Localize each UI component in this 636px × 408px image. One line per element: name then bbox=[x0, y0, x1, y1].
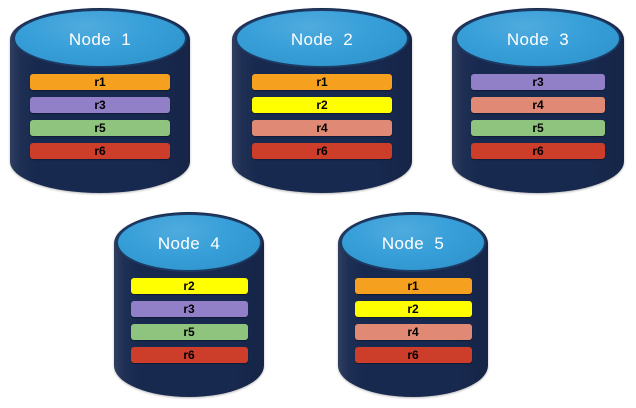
replica-bar[interactable]: r1 bbox=[29, 73, 171, 90]
replica-bar[interactable]: r6 bbox=[29, 142, 171, 159]
replica-bar[interactable]: r3 bbox=[29, 96, 171, 113]
database-node-5[interactable]: Node 5 r1 r2 r4 r6 bbox=[338, 212, 488, 397]
replica-list: r2 r3 r5 r6 bbox=[130, 277, 248, 363]
replica-bar[interactable]: r6 bbox=[470, 142, 606, 159]
cylinder-top-disc: Node 4 bbox=[116, 213, 262, 273]
replica-bar[interactable]: r2 bbox=[130, 277, 248, 294]
node-label: Node 2 bbox=[290, 29, 354, 49]
database-node-2[interactable]: Node 2 r1 r2 r4 r6 bbox=[232, 8, 412, 193]
cylinder-top-disc: Node 2 bbox=[234, 9, 410, 69]
replica-bar[interactable]: r4 bbox=[354, 323, 472, 340]
replica-bar[interactable]: r3 bbox=[470, 73, 606, 90]
node-label: Node 4 bbox=[157, 233, 221, 253]
replica-list: r3 r4 r5 r6 bbox=[470, 73, 606, 159]
cylinder-top-disc: Node 1 bbox=[12, 9, 188, 69]
node-label: Node 5 bbox=[381, 233, 445, 253]
replica-bar[interactable]: r6 bbox=[354, 346, 472, 363]
replica-bar[interactable]: r3 bbox=[130, 300, 248, 317]
node-label: Node 3 bbox=[506, 29, 570, 49]
replica-list: r1 r3 r5 r6 bbox=[29, 73, 171, 159]
cylinder-top-disc: Node 3 bbox=[454, 9, 622, 69]
replica-bar[interactable]: r5 bbox=[470, 119, 606, 136]
replica-bar[interactable]: r1 bbox=[354, 277, 472, 294]
replica-bar[interactable]: r6 bbox=[251, 142, 393, 159]
node-label: Node 1 bbox=[68, 29, 132, 49]
database-node-3[interactable]: Node 3 r3 r4 r5 r6 bbox=[452, 8, 624, 193]
replica-bar[interactable]: r2 bbox=[354, 300, 472, 317]
replica-bar[interactable]: r6 bbox=[130, 346, 248, 363]
replica-list: r1 r2 r4 r6 bbox=[354, 277, 472, 363]
database-node-4[interactable]: Node 4 r2 r3 r5 r6 bbox=[114, 212, 264, 397]
replica-bar[interactable]: r5 bbox=[29, 119, 171, 136]
replica-bar[interactable]: r4 bbox=[251, 119, 393, 136]
replica-bar[interactable]: r2 bbox=[251, 96, 393, 113]
replica-bar[interactable]: r5 bbox=[130, 323, 248, 340]
replica-bar[interactable]: r1 bbox=[251, 73, 393, 90]
replica-bar[interactable]: r4 bbox=[470, 96, 606, 113]
replica-list: r1 r2 r4 r6 bbox=[251, 73, 393, 159]
cylinder-top-disc: Node 5 bbox=[340, 213, 486, 273]
database-node-1[interactable]: Node 1 r1 r3 r5 r6 bbox=[10, 8, 190, 193]
